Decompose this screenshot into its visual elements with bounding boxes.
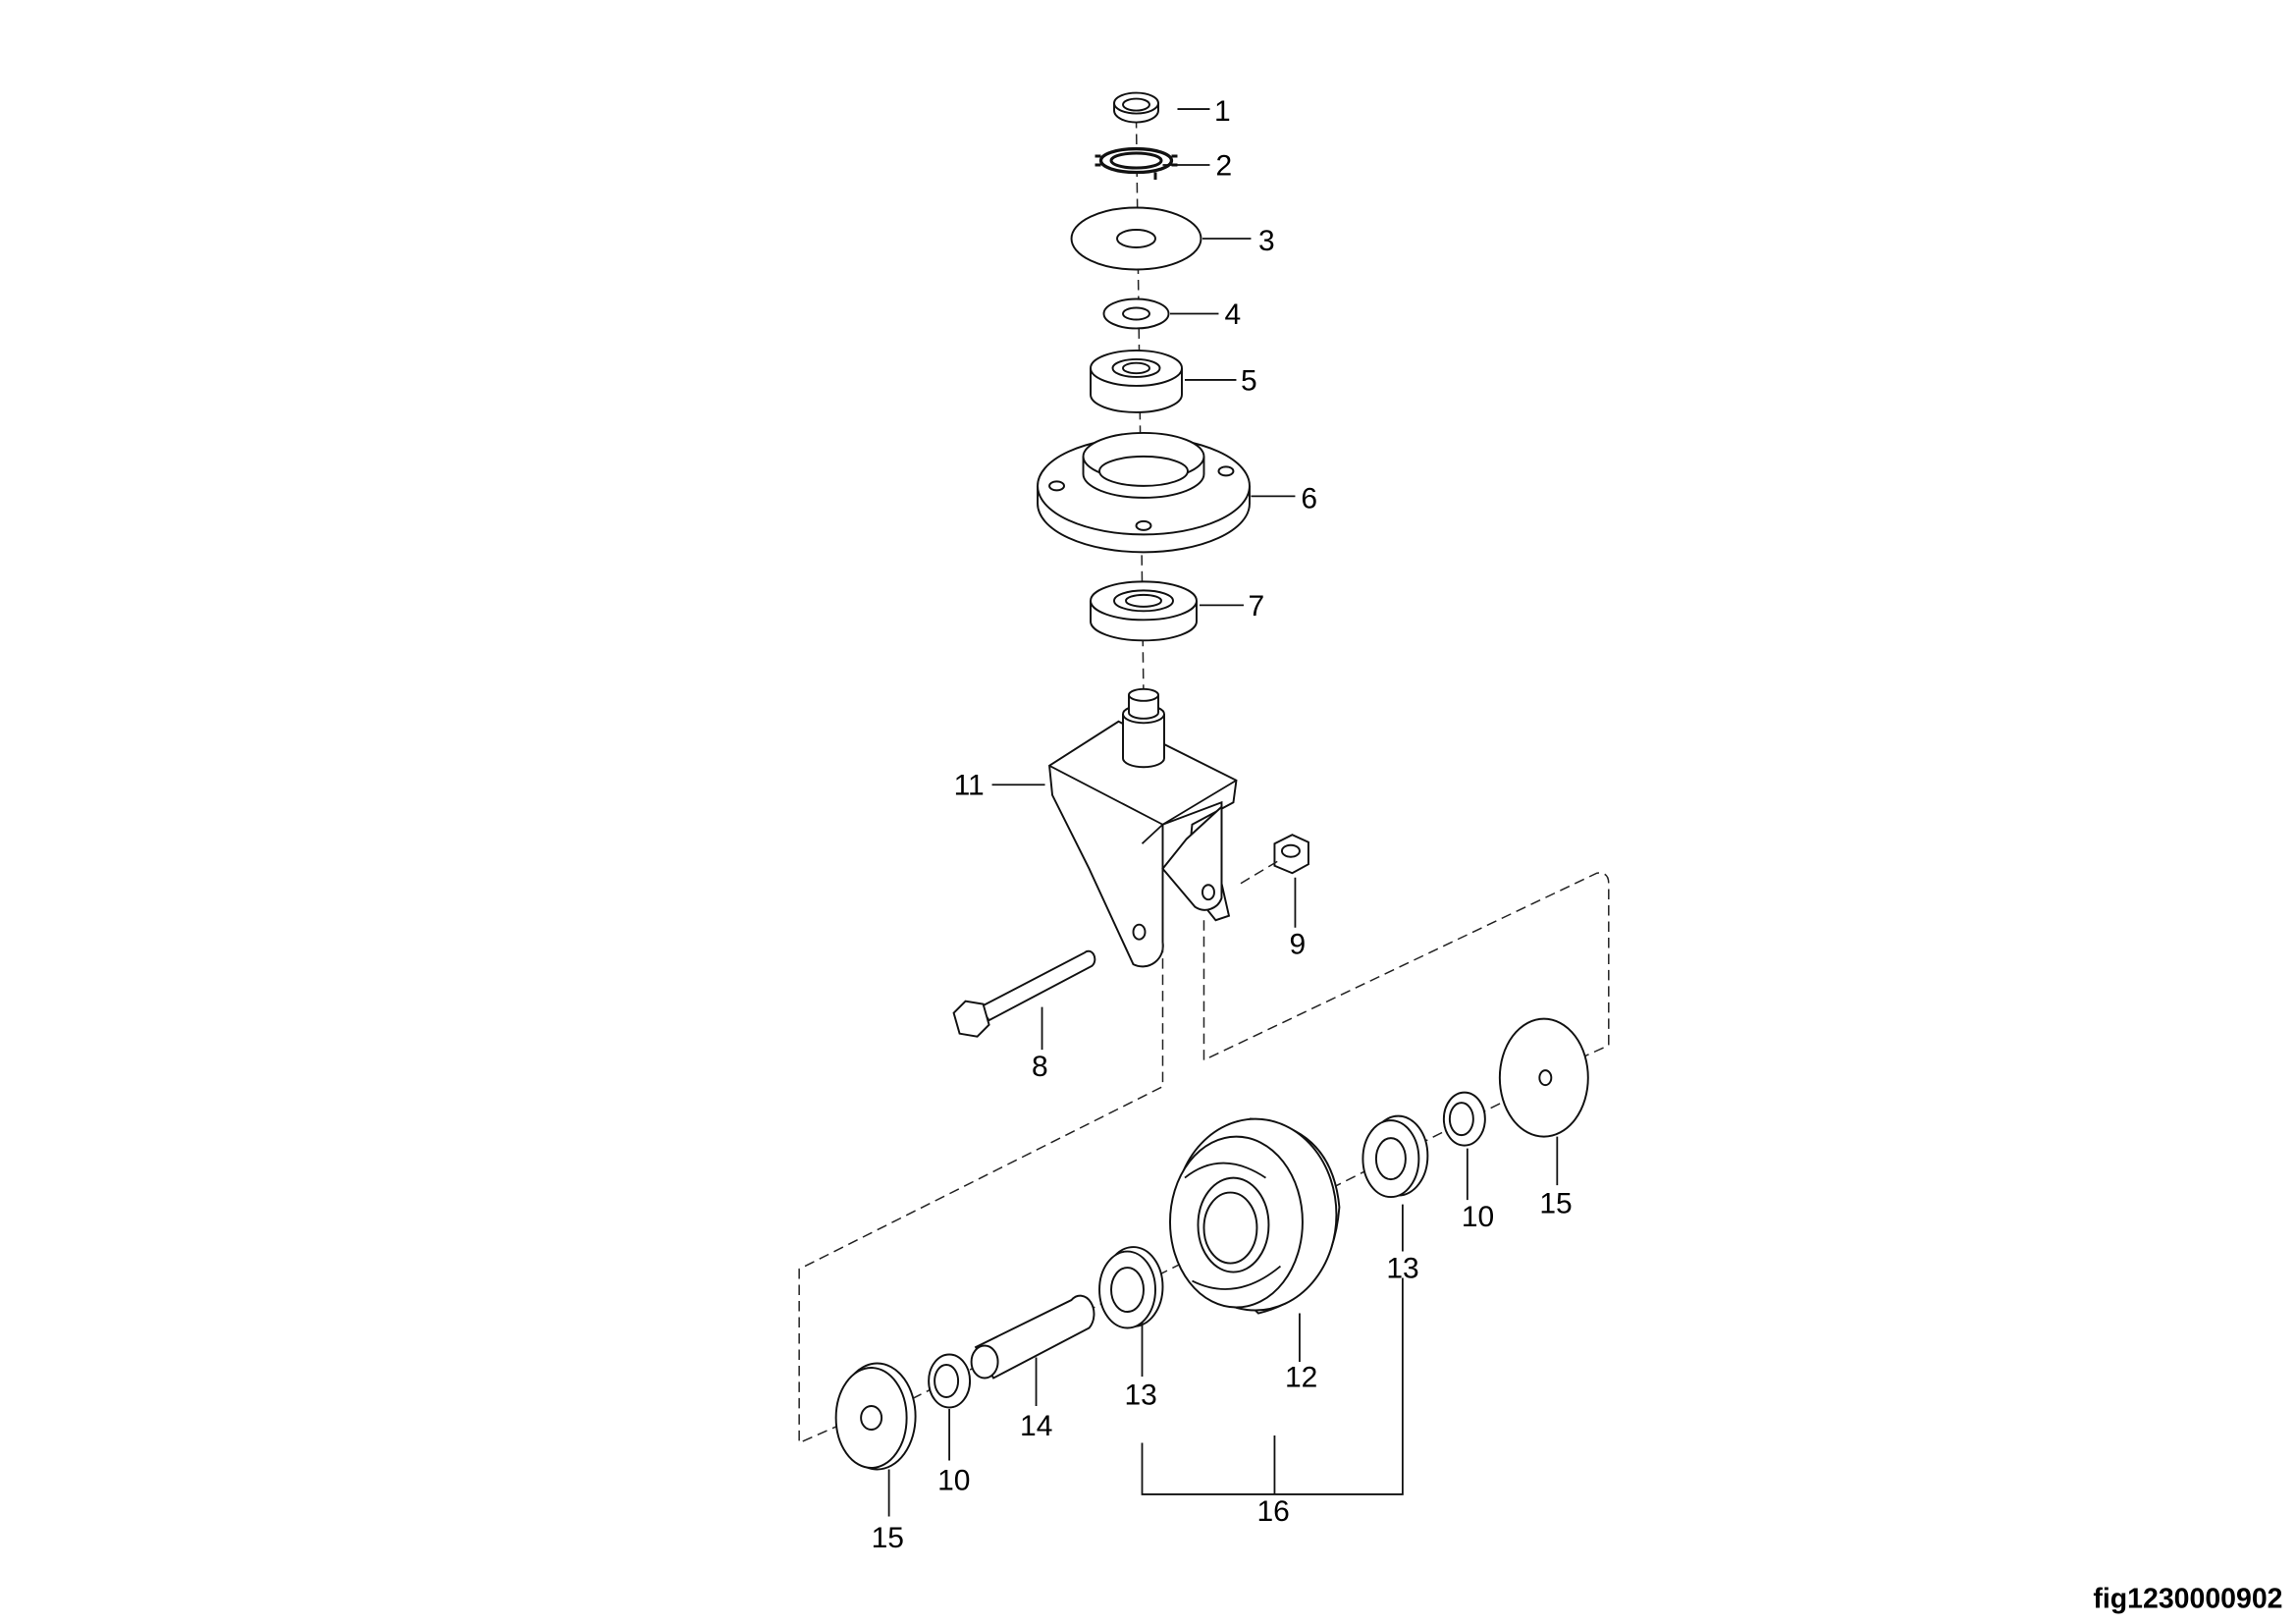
callout-7: 7 (1248, 590, 1264, 623)
callout-2: 2 (1215, 150, 1232, 183)
callout-15-right: 15 (1539, 1188, 1572, 1220)
callout-9: 9 (1289, 929, 1306, 961)
part-13-left-bearing (1098, 1246, 1164, 1329)
callout-3: 3 (1258, 225, 1275, 257)
assembly-line-right (1202, 860, 1610, 1068)
callout-13-right: 13 (1386, 1253, 1418, 1285)
callout-16: 16 (1256, 1495, 1289, 1528)
leader-lines (887, 108, 1559, 1517)
part-13-right-bearing (1362, 1114, 1429, 1199)
part-1-slotted-nut (1113, 91, 1159, 124)
part-15-right-cover (1498, 1017, 1589, 1138)
callout-13-left: 13 (1125, 1379, 1157, 1411)
callout-4: 4 (1224, 298, 1241, 331)
part-9-hex-nut (1273, 834, 1309, 875)
part-4-washer (1102, 298, 1170, 330)
callout-11: 11 (954, 770, 985, 802)
callout-12: 12 (1285, 1361, 1317, 1393)
part-10-left-spacer (928, 1353, 972, 1409)
part-12-wheel (1169, 1117, 1341, 1315)
part-7-bearing (1090, 580, 1198, 642)
part-6-flange-housing (1037, 431, 1251, 554)
part-14-sleeve (970, 1294, 1095, 1380)
assembly-line-left (798, 942, 1164, 1444)
callout-15-left: 15 (872, 1522, 904, 1554)
part-2-lock-washer (1095, 146, 1178, 181)
callout-14: 14 (1020, 1410, 1052, 1442)
part-3-washer (1070, 206, 1202, 271)
callout-10-right: 10 (1462, 1201, 1494, 1233)
callout-6: 6 (1301, 482, 1317, 514)
callout-1: 1 (1214, 95, 1231, 128)
callout-5: 5 (1241, 364, 1257, 397)
figure-id: fig1230000902 (2093, 1583, 2282, 1614)
part-8-hex-bolt (952, 949, 1096, 1038)
callout-8: 8 (1032, 1051, 1048, 1083)
callout-10-left: 10 (937, 1464, 970, 1496)
part-5-bearing (1090, 349, 1183, 413)
part-11-caster-fork (1048, 687, 1238, 968)
part-15-left-cover (834, 1362, 917, 1471)
wheel-axis (882, 1078, 1549, 1415)
part-10-right-spacer (1442, 1091, 1486, 1147)
